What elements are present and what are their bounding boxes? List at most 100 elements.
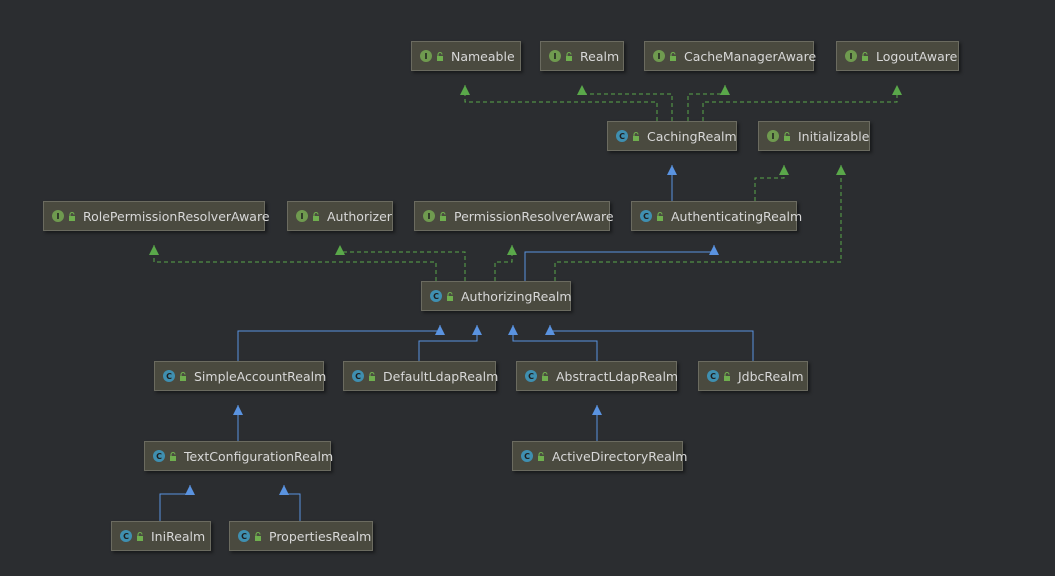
node-authorizing-realm[interactable]: C AuthorizingRealm [421,281,572,311]
node-cache-manager-aware[interactable]: I CacheManagerAware [644,41,817,71]
node-default-ldap-realm[interactable]: C DefaultLdapRealm [343,361,499,391]
class-icon: C [616,130,628,142]
node-label: IniRealm [151,528,206,544]
public-access-icon [439,211,448,221]
extends-edge [233,405,243,441]
node-label: AuthenticatingRealm [671,208,803,224]
node-label: LogoutAware [876,48,958,64]
arrowhead [779,165,789,175]
arrowhead [335,245,345,255]
public-access-icon [783,131,792,141]
node-simple-account-realm[interactable]: C SimpleAccountRealm [154,361,327,391]
extends-edge [667,165,677,201]
interface-icon: I [549,50,561,62]
node-label: CachingRealm [647,128,737,144]
public-access-icon [179,371,188,381]
node-label: CacheManagerAware [684,48,817,64]
public-access-icon [669,51,678,61]
node-label: DefaultLdapRealm [383,368,499,384]
class-icon: C [352,370,364,382]
arrowhead [149,245,159,255]
interface-icon: I [423,210,435,222]
implements-edge [702,85,902,121]
node-authenticating-realm[interactable]: C AuthenticatingRealm [631,201,802,231]
class-icon: C [120,530,132,542]
public-access-icon [254,531,263,541]
node-label: SimpleAccountRealm [194,368,327,384]
implements-edge [460,85,658,121]
node-abstract-ldap-realm[interactable]: C AbstractLdapRealm [516,361,679,391]
class-icon: C [163,370,175,382]
extends-edge [524,245,719,281]
arrowhead [460,85,470,95]
arrowhead [507,245,517,255]
arrowhead [577,85,587,95]
node-label: Initializable [798,128,870,144]
extends-edge [159,485,195,521]
arrowhead [592,405,602,415]
arrowhead [185,485,195,495]
class-icon: C [707,370,719,382]
implements-edge [335,245,466,281]
public-access-icon [565,51,574,61]
node-label: JdbcRealm [738,368,804,384]
public-access-icon [436,51,445,61]
node-label: RolePermissionResolverAware [83,208,270,224]
node-label: ActiveDirectoryRealm [552,448,688,464]
node-active-directory-realm[interactable]: C ActiveDirectoryRealm [512,441,687,471]
class-icon: C [430,290,442,302]
extends-edge [508,325,598,361]
arrowhead [545,325,555,335]
public-access-icon [632,131,641,141]
extends-edge [545,325,754,361]
implements-edge [687,85,730,121]
public-access-icon [68,211,77,221]
node-label: AuthorizingRealm [461,288,572,304]
node-realm[interactable]: I Realm [540,41,624,71]
implements-edge [149,245,437,281]
interface-icon: I [420,50,432,62]
public-access-icon [861,51,870,61]
implements-edge [494,245,517,281]
class-icon: C [640,210,652,222]
public-access-icon [723,371,732,381]
node-label: Authorizer [327,208,392,224]
arrowhead [709,245,719,255]
arrowhead [667,165,677,175]
class-icon: C [525,370,537,382]
arrowhead [435,325,445,335]
interface-icon: I [767,130,779,142]
public-access-icon [541,371,550,381]
arrowhead [508,325,518,335]
public-access-icon [656,211,665,221]
node-label: PropertiesRealm [269,528,372,544]
node-caching-realm[interactable]: C CachingRealm [607,121,737,151]
node-label: AbstractLdapRealm [556,368,679,384]
class-icon: C [153,450,165,462]
extends-edge [418,325,482,361]
arrowhead [892,85,902,95]
implements-edge [754,165,789,201]
node-permission-resolver-aware[interactable]: I PermissionResolverAware [414,201,614,231]
node-ini-realm[interactable]: C IniRealm [111,521,211,551]
implements-edge [554,165,846,281]
interface-icon: I [653,50,665,62]
arrowhead [233,405,243,415]
node-jdbc-realm[interactable]: C JdbcRealm [698,361,808,391]
node-label: Realm [580,48,620,64]
arrowhead [279,485,289,495]
node-initializable[interactable]: I Initializable [758,121,870,151]
class-icon: C [521,450,533,462]
public-access-icon [537,451,546,461]
public-access-icon [312,211,321,221]
node-label: PermissionResolverAware [454,208,614,224]
public-access-icon [446,291,455,301]
